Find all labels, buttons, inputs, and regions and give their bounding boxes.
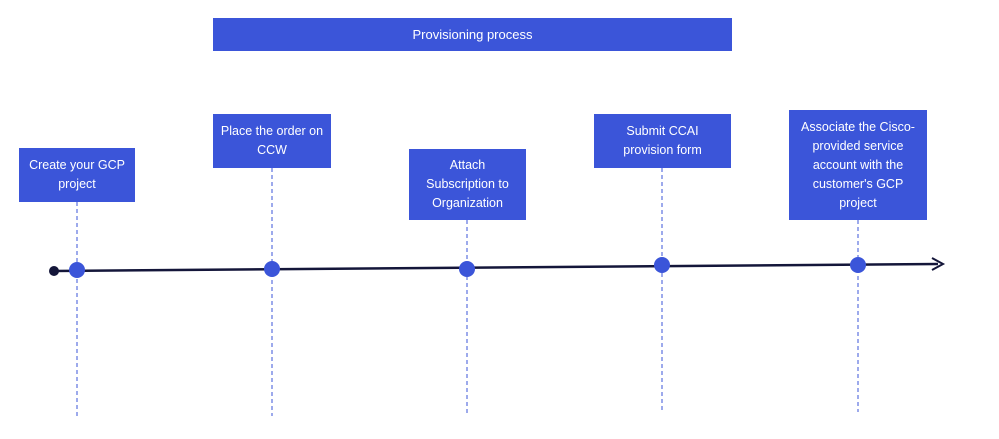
marker-step-5 bbox=[850, 257, 866, 273]
marker-step-1 bbox=[69, 262, 85, 278]
step-box-submit-ccai-form: Submit CCAI provision form bbox=[594, 114, 731, 168]
step-box-place-order: Place the order on CCW bbox=[213, 114, 331, 168]
marker-step-4 bbox=[654, 257, 670, 273]
marker-step-2 bbox=[264, 261, 280, 277]
timeline-axis bbox=[53, 262, 939, 273]
diagram-title: Provisioning process bbox=[213, 18, 732, 51]
timeline-start-dot bbox=[49, 266, 59, 276]
step-box-associate-service-account: Associate the Cisco-provided service acc… bbox=[789, 110, 927, 220]
timeline-arrowhead bbox=[931, 257, 946, 271]
step-box-create-gcp-project: Create your GCP project bbox=[19, 148, 135, 202]
marker-step-3 bbox=[459, 261, 475, 277]
step-box-attach-subscription: Attach Subscription to Organization bbox=[409, 149, 526, 220]
